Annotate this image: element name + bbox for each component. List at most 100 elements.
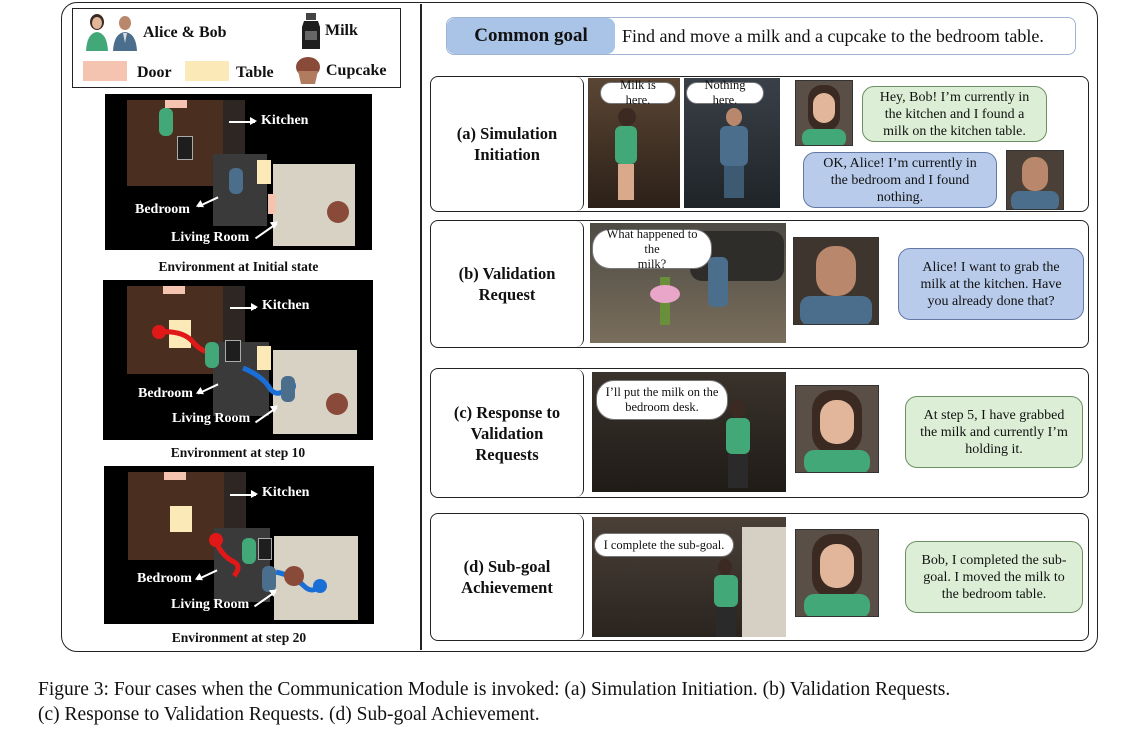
thought-bubble: Nothing here.: [686, 78, 764, 107]
alice-figure-head: [730, 400, 746, 418]
legend-table-label: Table: [236, 64, 274, 81]
case-label-line: (b) Validation: [458, 264, 556, 283]
message-line: goal. I moved the milk to: [923, 569, 1065, 585]
environment-map-step-10: Kitchen Bedroom Living Room: [103, 280, 373, 440]
bob-figure-legs: [724, 166, 744, 198]
message-line: Hey, Bob! I’m currently in: [879, 89, 1030, 105]
caption-line: Figure 3: Four cases when the Communicat…: [38, 679, 951, 700]
portrait-suit: [800, 296, 872, 324]
arrow-to-kitchen: [229, 118, 257, 124]
alice-path-start: [152, 325, 166, 339]
bedroom-wall: [742, 527, 786, 637]
bob-icon: [281, 376, 295, 402]
bob-portrait: [1006, 150, 1064, 210]
table-marker: [257, 160, 271, 184]
door-marker: [163, 286, 185, 294]
common-goal-box: Common goal Find and move a milk and a c…: [446, 17, 1076, 55]
door-marker: [164, 472, 186, 480]
scene-bob-bedroom: Nothing here.: [684, 78, 780, 208]
message-line: milk on the kitchen table.: [883, 123, 1026, 139]
arrow-to-kitchen: [230, 491, 258, 497]
bedroom-label: Bedroom: [135, 202, 190, 217]
message-line: milk at the kitchen. Have: [920, 276, 1062, 292]
kitchen-label: Kitchen: [262, 298, 310, 313]
thought-line: I’ll put the milk on the: [605, 385, 719, 399]
case-label-line: (d) Sub-goal: [463, 557, 551, 576]
bob-icon: [113, 16, 137, 51]
alice-path: [213, 540, 241, 578]
case-label-line: (c) Response to: [453, 402, 561, 422]
panel-divider: [420, 4, 422, 650]
message-bubble-alice: Bob, I completed the sub-goal. I moved t…: [905, 541, 1083, 613]
portrait-shirt: [804, 594, 870, 616]
portrait-shirt: [802, 129, 846, 145]
case-label-line: Validation: [470, 423, 544, 443]
alice-figure-head: [718, 559, 732, 575]
portrait-shirt: [804, 450, 870, 472]
alice-portrait: [795, 529, 879, 617]
alice-figure-legs: [618, 164, 634, 200]
message-line: holding it.: [965, 441, 1023, 457]
message-line: Alice! I want to grab the: [922, 259, 1060, 275]
portrait-face: [816, 246, 856, 296]
message-line: nothing.: [876, 189, 924, 205]
thought-bubble: I complete the sub-goal.: [594, 533, 734, 557]
bedroom-label: Bedroom: [137, 571, 192, 586]
bob-figure-body: [708, 257, 728, 307]
map-caption-step-10: Environment at step 10: [170, 445, 306, 460]
living-room-label: Living Room: [171, 597, 250, 612]
table-swatch: [185, 61, 229, 81]
alice-icon: [86, 14, 108, 51]
bedroom-label: Bedroom: [138, 386, 193, 401]
portrait-face: [820, 400, 854, 444]
milk-icon: [177, 136, 193, 160]
living-room-label: Living Room: [171, 230, 250, 245]
portrait-face: [1022, 157, 1048, 191]
common-goal-text: Find and move a milk and a cupcake to th…: [622, 26, 1044, 46]
table-marker: [257, 346, 271, 370]
cupcake-icon: [327, 201, 349, 223]
portrait-face: [820, 544, 854, 588]
alice-portrait: [795, 80, 853, 146]
portrait-suit: [1011, 191, 1059, 209]
door-marker: [165, 100, 187, 108]
cupcake-icon: [284, 566, 304, 586]
milk-icon: [225, 340, 241, 362]
map-caption-step-20: Environment at step 20: [171, 630, 307, 645]
bob-portrait: [793, 237, 879, 325]
living-room-label: Living Room: [172, 411, 251, 426]
case-label-line: Requests: [475, 444, 539, 464]
milk-icon: [302, 13, 320, 49]
alice-path-start: [209, 533, 223, 547]
case-label-line: Request: [478, 285, 536, 304]
bob-icon: [229, 168, 243, 194]
thought-line: milk?: [637, 256, 667, 271]
message-line: At step 5, I have grabbed: [923, 407, 1065, 423]
alice-icon: [159, 108, 173, 136]
arrow-to-kitchen: [230, 304, 258, 310]
legend-agents-label: Alice & Bob: [143, 24, 227, 41]
message-line: the milk and currently I’m: [920, 424, 1068, 440]
bob-icon: [262, 566, 276, 592]
kitchen-area: [127, 100, 223, 186]
alice-figure-body: [726, 418, 750, 454]
case-label-line: Achievement: [461, 578, 553, 597]
message-line: OK, Alice! I’m currently in: [823, 155, 977, 171]
flower: [650, 285, 680, 303]
alice-figure-legs: [728, 454, 748, 488]
alice-icon: [242, 538, 256, 564]
table-marker: [170, 506, 192, 532]
thought-bubble: Milk is here.: [600, 78, 676, 107]
alice-portrait: [795, 385, 879, 473]
message-line: the kitchen and I found a: [884, 106, 1025, 122]
alice-figure-body: [714, 575, 738, 607]
common-goal-label: Common goal: [447, 18, 615, 54]
